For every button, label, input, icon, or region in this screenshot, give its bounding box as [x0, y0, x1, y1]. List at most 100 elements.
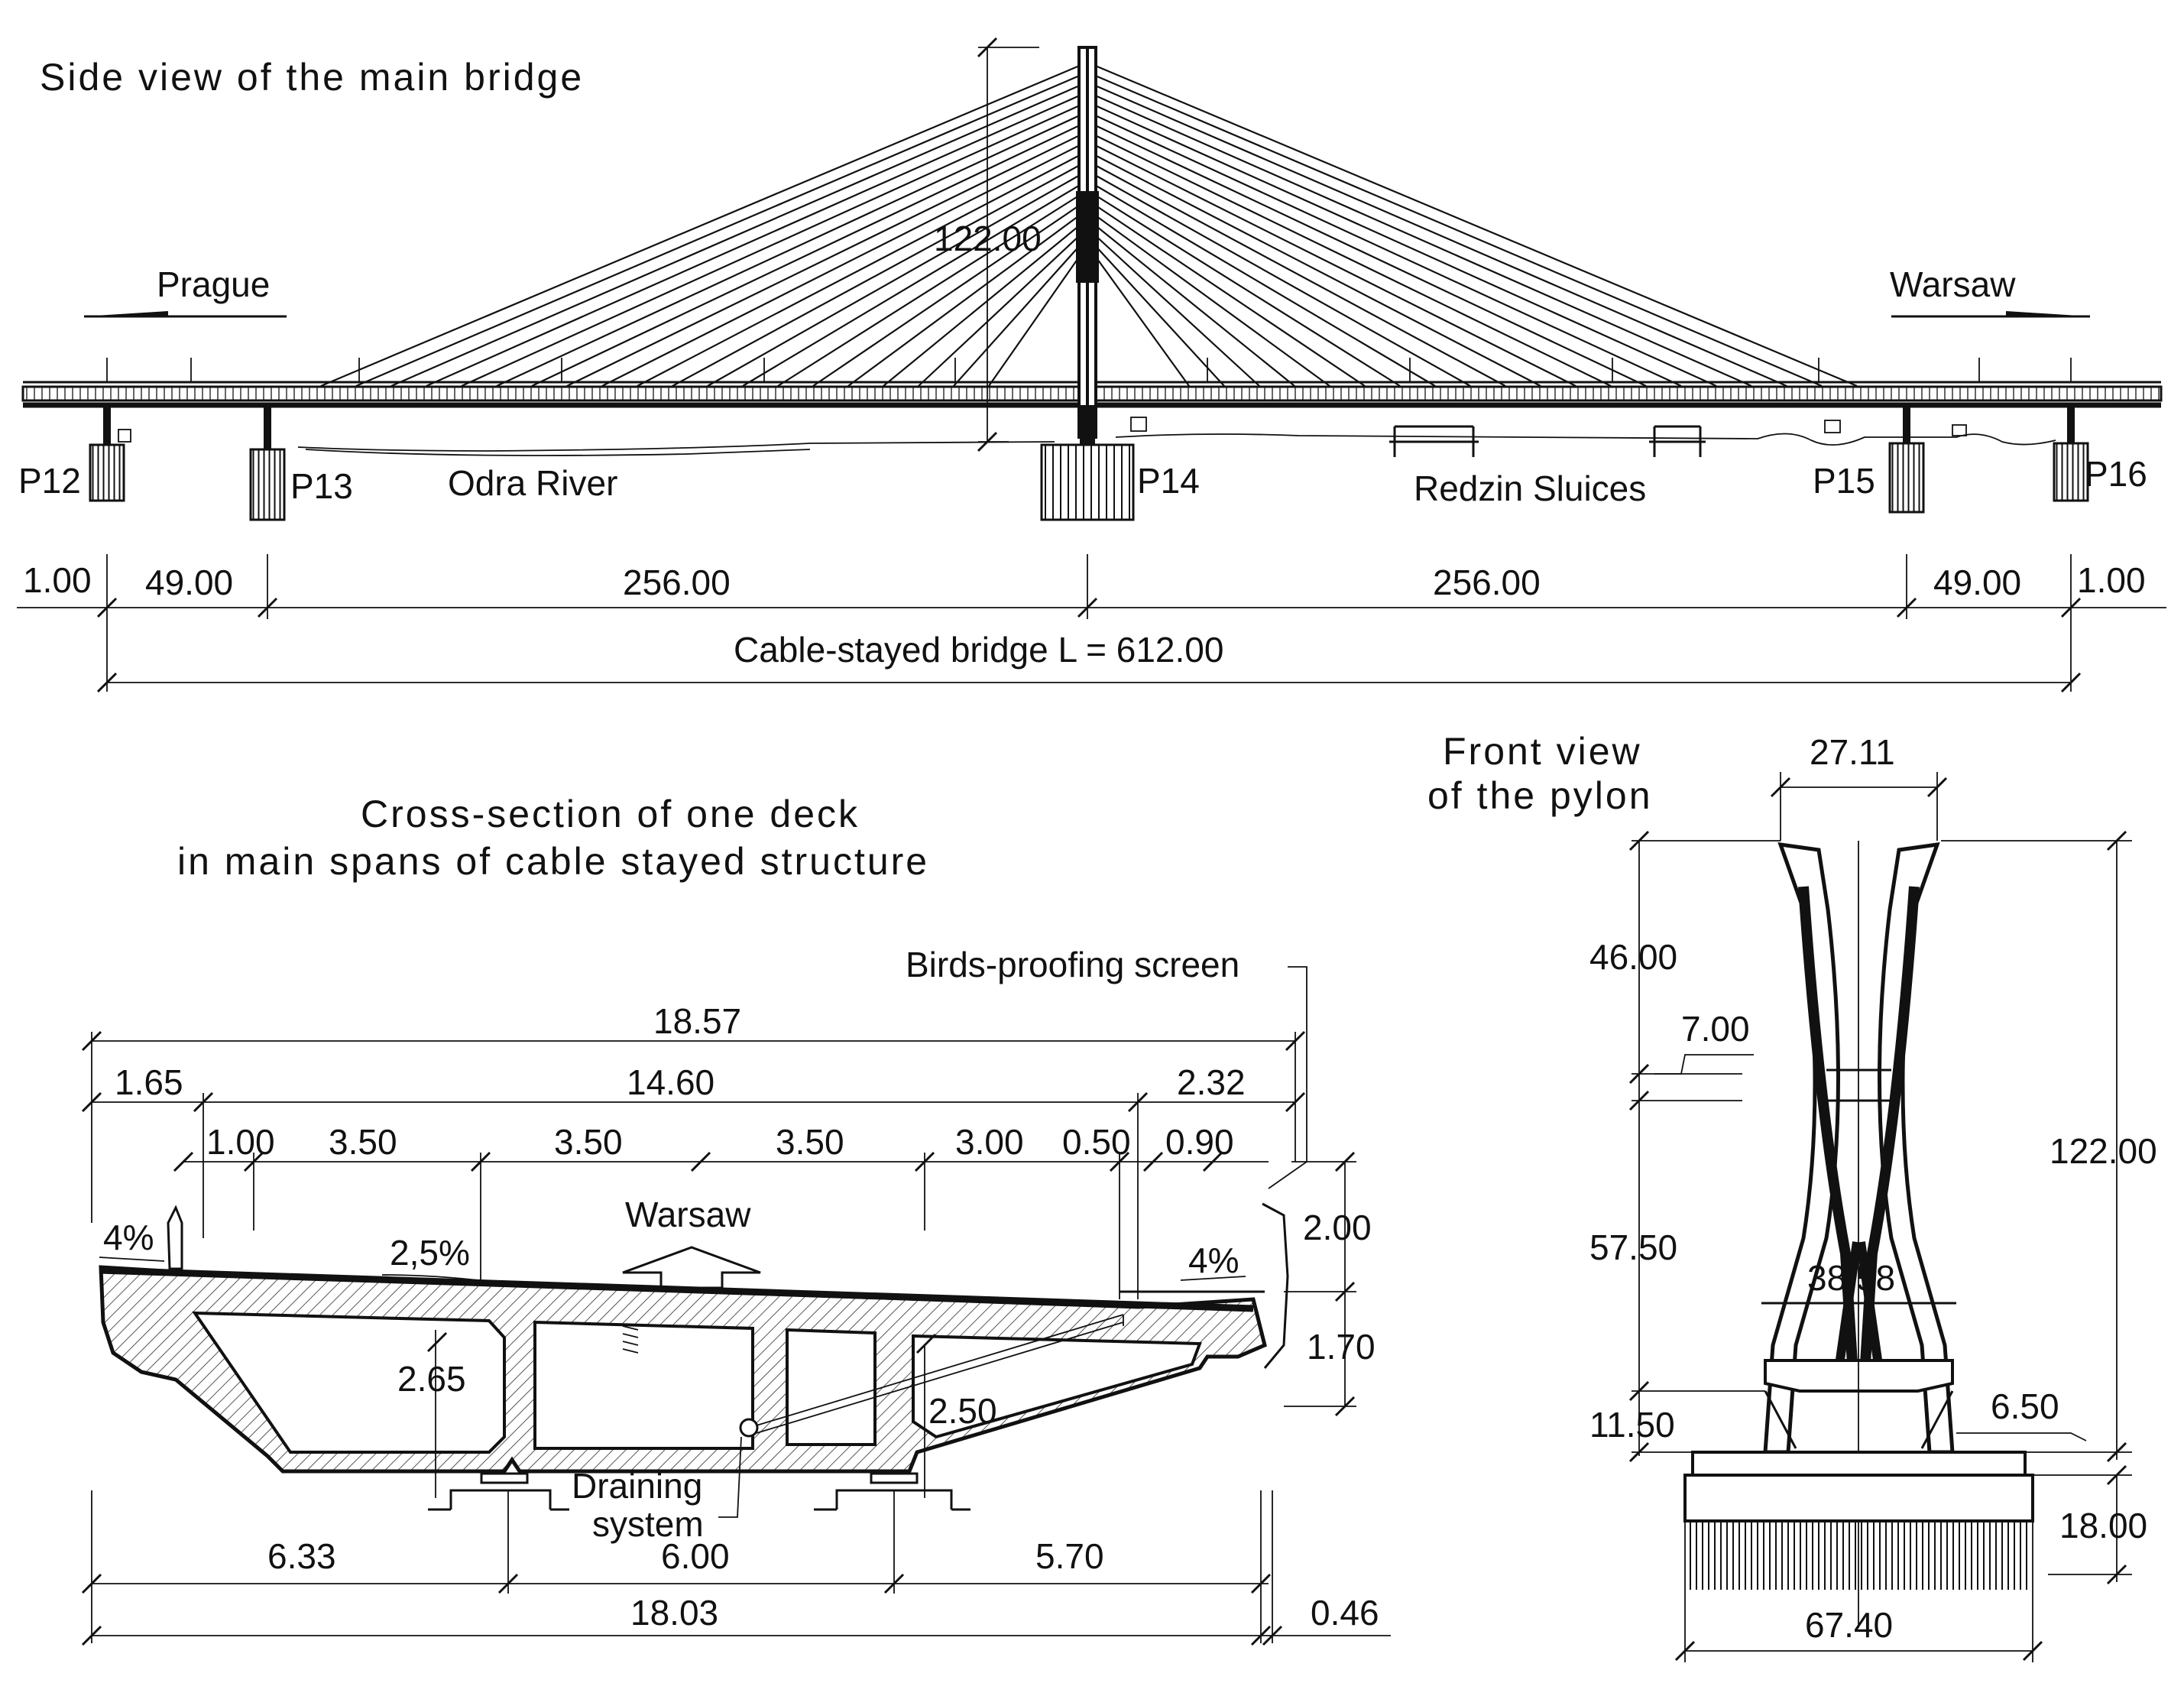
pylon-base-step: 6.50	[1991, 1386, 2059, 1426]
cross-section: Cross-section of one deck in main spans …	[81, 793, 1391, 1646]
slope-mark-right	[1180, 1276, 1246, 1281]
cable-left	[883, 223, 1082, 387]
pier-column	[264, 405, 271, 449]
cable-left	[953, 243, 1082, 387]
pier-foundation	[89, 443, 125, 502]
cs-mid-width: 14.60	[627, 1062, 714, 1102]
right-height-dims	[1284, 1151, 1356, 1417]
pier-column	[1080, 405, 1095, 445]
cable-right	[1093, 173, 1471, 387]
main-pylon-side	[1076, 46, 1099, 439]
cable-right	[1093, 93, 1752, 388]
river-label: Odra River	[448, 463, 617, 503]
prague-label: Prague	[157, 264, 270, 304]
span-dim-3: 256.00	[623, 563, 731, 602]
cable-left	[426, 93, 1082, 388]
cs-lane-3: 3.50	[554, 1122, 623, 1162]
cable-left	[637, 154, 1082, 387]
cable-right	[1093, 73, 1823, 388]
birds-screen-leader	[1268, 966, 1307, 1189]
pier-column	[2067, 405, 2075, 443]
bottom-dimensions	[81, 1490, 1391, 1646]
cable-left	[672, 164, 1082, 387]
span-dim-5: 49.00	[1933, 563, 2021, 602]
draining-label-1: Draining	[572, 1466, 702, 1506]
pier-foundation	[1040, 443, 1135, 521]
span-dimensions	[17, 554, 2166, 693]
river-bank	[305, 449, 811, 456]
cs-bottom-1: 6.33	[267, 1536, 336, 1576]
cs-left-cant: 1.65	[115, 1062, 183, 1102]
span-dim-2: 49.00	[145, 563, 233, 602]
span-dim-1: 1.00	[23, 560, 92, 600]
cable-left	[742, 183, 1082, 387]
side-view: Side view of the main bridge Prague Wars…	[17, 37, 2166, 693]
pylon-dimensions	[1628, 772, 2132, 1662]
pylon-height-label: 122.00	[934, 219, 1042, 258]
ground-profile	[297, 433, 2056, 452]
cross-section-title-2: in main spans of cable stayed structure	[177, 840, 929, 883]
cs-depth-right: 2.50	[928, 1391, 997, 1431]
pier-foundation	[1888, 442, 1925, 514]
pylon-foundation-width: 67.40	[1805, 1605, 1893, 1645]
cable-right	[1093, 114, 1682, 387]
birds-screen-label: Birds-proofing screen	[906, 945, 1239, 984]
pylon-foundation: 18.00	[2059, 1506, 2147, 1545]
cable-left	[496, 114, 1082, 387]
cs-slope-mid: 2,5%	[390, 1233, 470, 1273]
cable-left	[777, 193, 1082, 387]
cable-right	[1093, 63, 1858, 388]
cable-right	[1093, 134, 1612, 387]
cs-lane-4: 3.50	[776, 1122, 844, 1162]
slope-mark-left	[99, 1257, 165, 1262]
cable-right	[1093, 203, 1366, 387]
cable-right	[1093, 83, 1787, 388]
cs-bottom-total: 18.03	[630, 1593, 718, 1633]
pier-p14: P14	[1137, 461, 1200, 501]
total-length-label: Cable-stayed bridge L = 612.00	[734, 630, 1223, 670]
pier-p15: P15	[1813, 461, 1875, 501]
cable-right	[1093, 183, 1436, 387]
pylon-lower: 11.50	[1589, 1405, 1675, 1445]
pier-column	[103, 405, 111, 445]
cable-left	[812, 203, 1082, 387]
cable-right	[1093, 253, 1190, 387]
cable-right	[1093, 193, 1401, 387]
side-view-title: Side view of the main bridge	[40, 56, 584, 99]
pier-foundation	[2053, 442, 2089, 502]
cable-left	[847, 213, 1082, 387]
cable-right	[1093, 223, 1295, 387]
pylon-title-2: of the pylon	[1427, 774, 1653, 817]
prague-arrow	[84, 311, 287, 318]
cable-right	[1093, 124, 1647, 387]
cable-right	[1093, 213, 1330, 387]
warsaw-label-side: Warsaw	[1890, 264, 2016, 304]
cross-section-title-1: Cross-section of one deck	[361, 793, 860, 835]
cable-left	[390, 83, 1082, 388]
cable-right	[1093, 144, 1576, 387]
cable-left	[355, 73, 1082, 388]
cs-top-total: 18.57	[653, 1001, 741, 1041]
top-dimensions	[81, 1030, 1306, 1299]
cable-right	[1093, 243, 1225, 387]
direction-arrow-icon	[622, 1246, 761, 1289]
cable-left	[601, 144, 1082, 387]
sluice-structures	[118, 417, 1967, 457]
cable-left	[707, 173, 1082, 387]
cs-slope-right: 4%	[1188, 1240, 1239, 1280]
cable-left	[988, 253, 1082, 387]
cable-right	[1093, 233, 1260, 387]
cs-depth-left: 2.65	[397, 1359, 466, 1399]
pier-p12: P12	[18, 461, 81, 501]
stay-cables	[320, 63, 1858, 388]
cs-lane-7: 0.90	[1165, 1122, 1234, 1162]
cable-left	[461, 103, 1082, 388]
cs-bottom-2: 6.00	[661, 1536, 730, 1576]
pylon-middle: 57.50	[1589, 1227, 1677, 1267]
cs-height-screen: 2.00	[1303, 1208, 1372, 1247]
pier-p16: P16	[2085, 454, 2147, 494]
pylon-waist-width: 38.58	[1807, 1258, 1895, 1298]
cs-lane-5: 3.00	[955, 1122, 1024, 1162]
span-dim-6: 1.00	[2077, 560, 2146, 600]
